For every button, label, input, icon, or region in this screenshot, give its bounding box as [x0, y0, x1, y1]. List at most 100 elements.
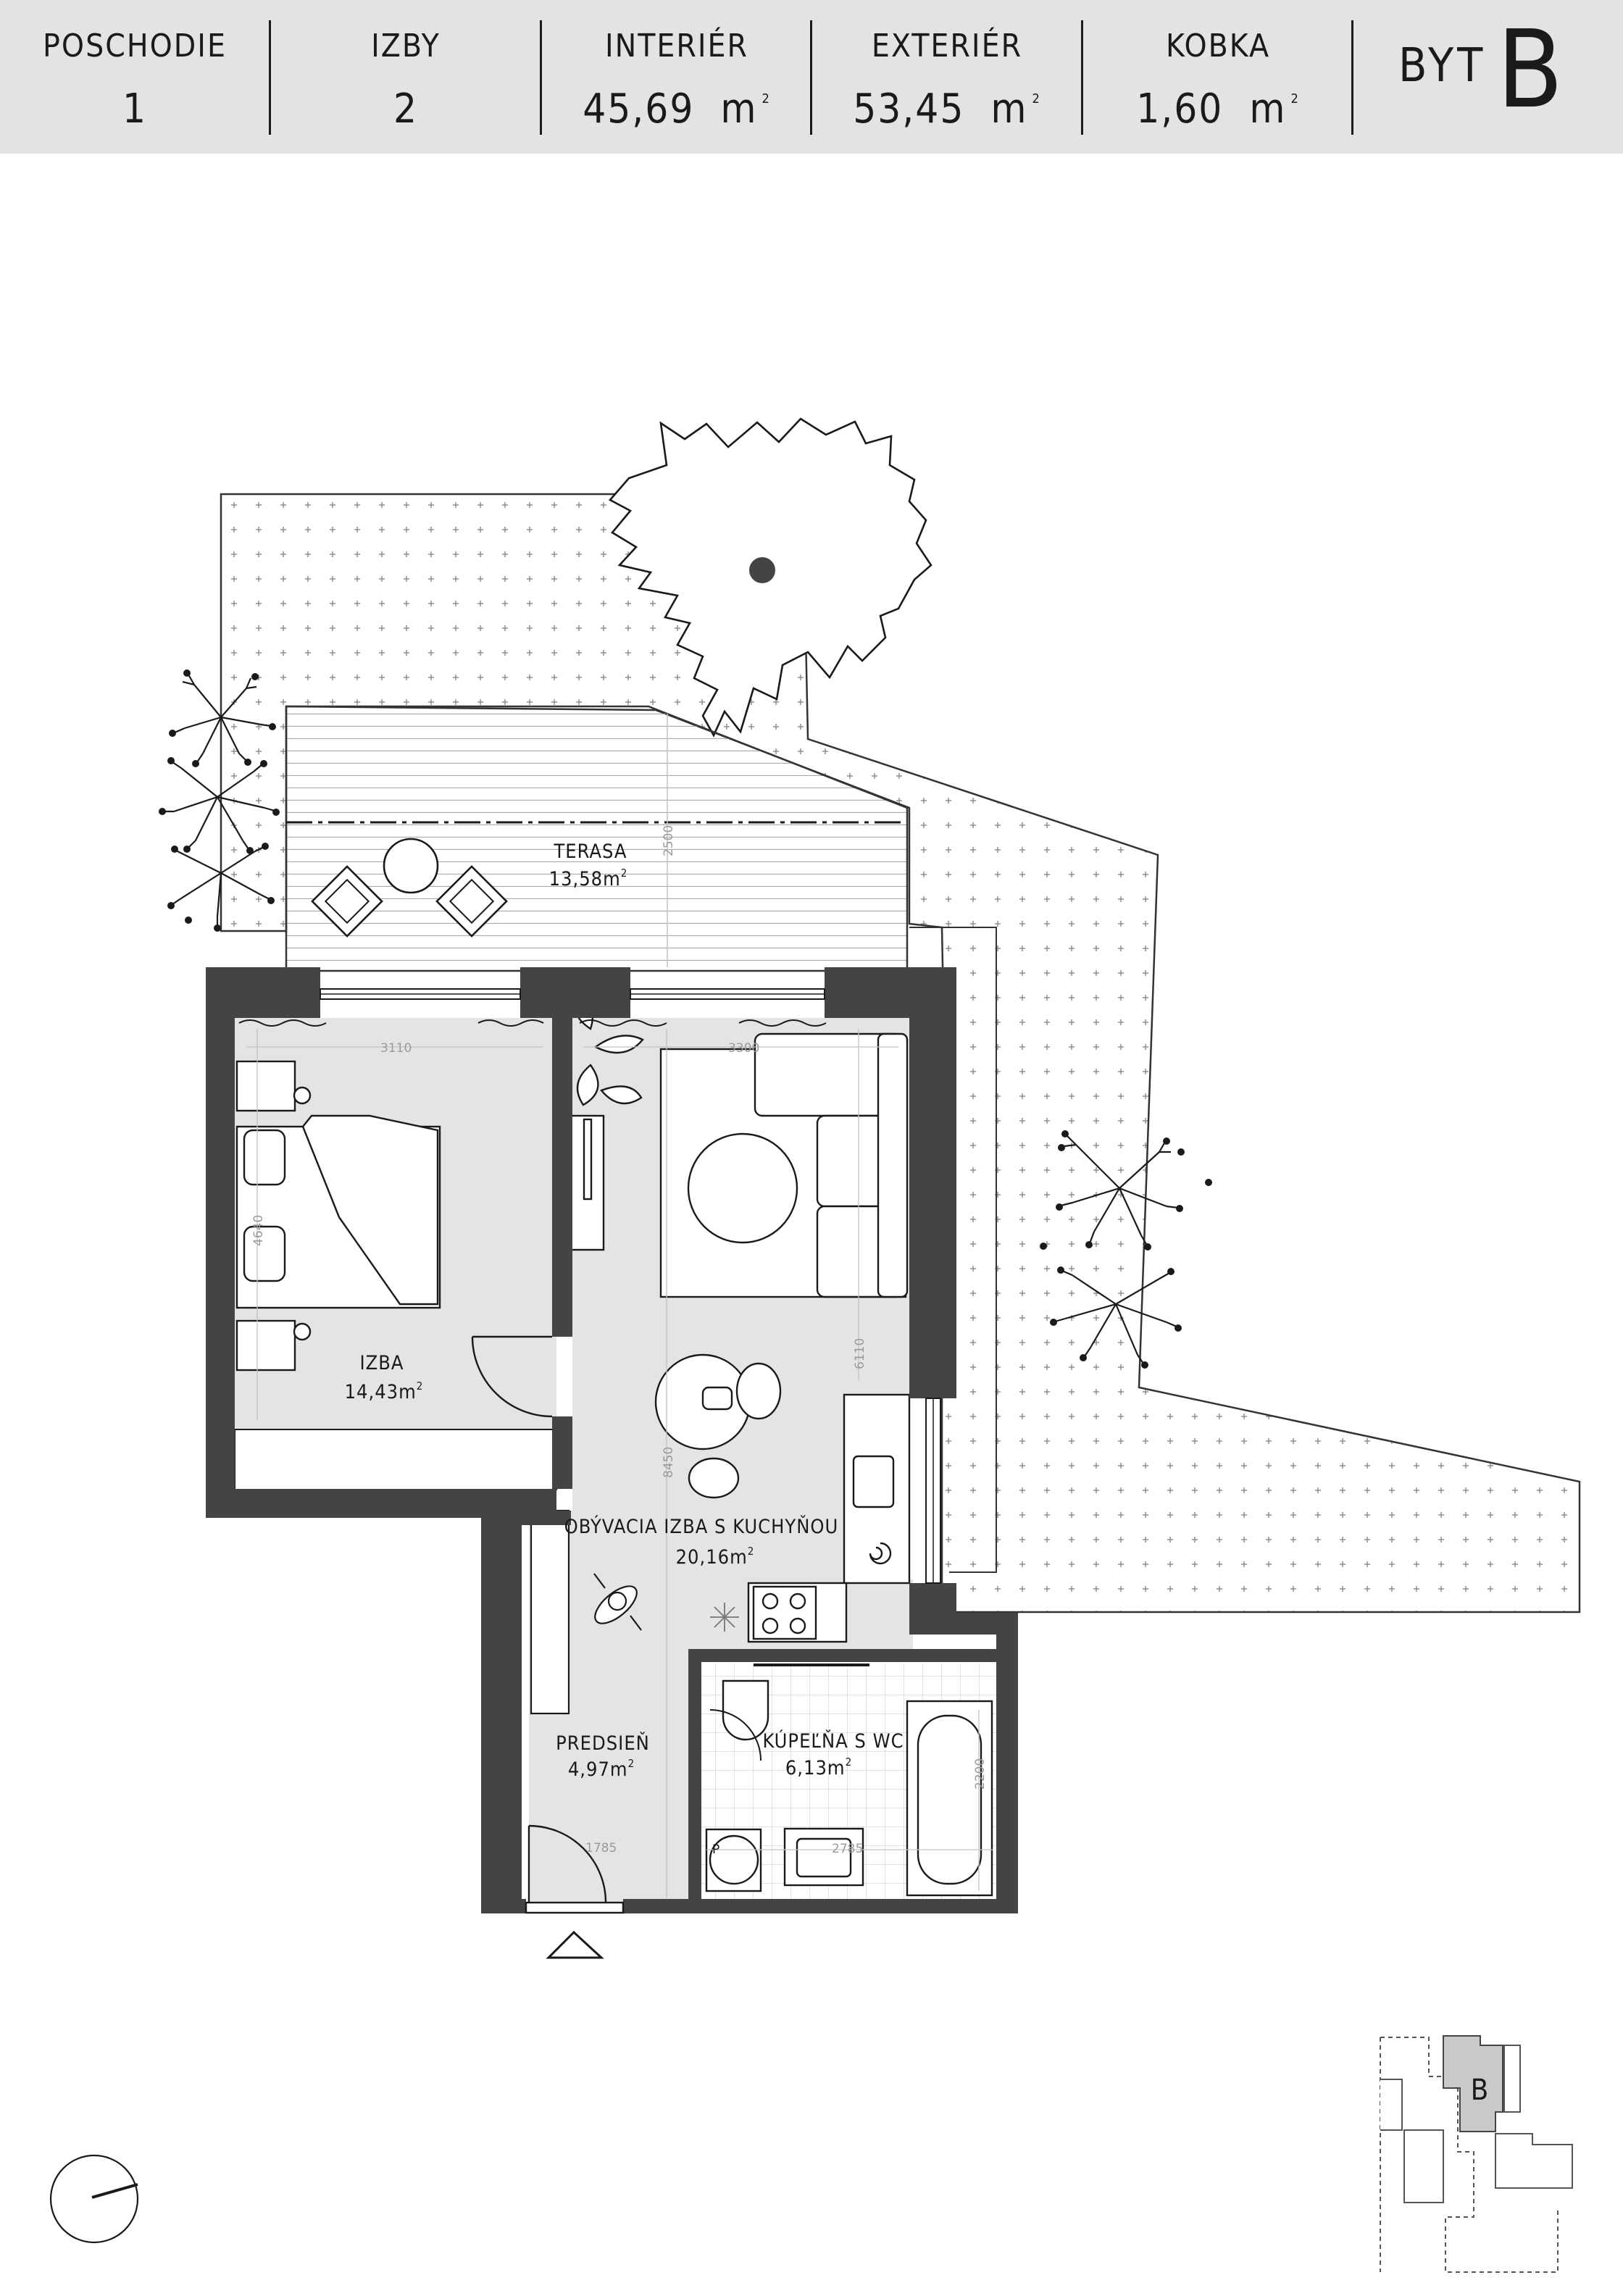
shrub-right-dots [1040, 1130, 1212, 1369]
interior-unit: m [720, 85, 758, 133]
shrub-left-icon [164, 674, 275, 927]
burner-icon [789, 1617, 806, 1635]
room-labels: TERASA 13,58m2 IZBA 14,43m2 OBÝVACIA IZB… [345, 840, 904, 1857]
rooms-cell: IZBY 2 [271, 0, 541, 154]
wall [481, 1511, 522, 1913]
window [320, 988, 521, 1000]
bathtub-basin-icon [917, 1714, 982, 1885]
bedroom-width-dim: 3110 [380, 1041, 412, 1056]
bedroom-furniture [235, 1060, 441, 1372]
header-divider [1351, 20, 1353, 135]
header-divider [1081, 20, 1083, 135]
dining-chair-icon [735, 1362, 782, 1420]
coffee-table-icon [687, 1132, 798, 1244]
wall [206, 967, 235, 1489]
lamp-icon [293, 1086, 312, 1105]
burner-icon [762, 1592, 779, 1610]
hob-icon [752, 1585, 817, 1640]
garden-edge [909, 927, 997, 1573]
bathroom-area: 6,13m [785, 1757, 846, 1779]
faucet-icon [869, 1542, 892, 1565]
wall [481, 1899, 526, 1913]
header-divider [540, 20, 542, 135]
living-width-dim: 3300 [728, 1041, 759, 1056]
sofa-arm-icon [877, 1032, 909, 1298]
terrace-chair-icon [311, 865, 383, 938]
plate-icon [701, 1386, 733, 1411]
entry-door-swing [528, 1824, 607, 1903]
shrub-right-icon [1054, 1135, 1179, 1364]
wall [909, 1583, 956, 1613]
kitchen [710, 1393, 911, 1643]
pillow-icon [243, 1129, 286, 1186]
windows [238, 988, 941, 1584]
dining-chair-icon [688, 1457, 740, 1499]
washing-drum-icon [709, 1834, 759, 1885]
bedroom-name: IZBA [359, 1352, 404, 1374]
duvet-icon [301, 1114, 439, 1306]
bath-tub-dim: 2200 [973, 1758, 988, 1790]
key-plan-building [1495, 2045, 1573, 2189]
floor-label: POSCHODIE [43, 28, 227, 64]
terrace-area: 13,58m [549, 868, 621, 890]
bath-door-swing [709, 1709, 762, 1761]
wall [688, 1649, 701, 1903]
header-divider [269, 20, 271, 135]
terrace-table-icon [383, 838, 439, 894]
living-name: OBÝVACIA IZBA S KUCHYŇOU [564, 1515, 839, 1538]
exterior-area: 53,45 [853, 85, 965, 133]
apartment-word: BYT [1398, 39, 1487, 93]
sink-icon [852, 1455, 895, 1508]
window [925, 1398, 941, 1584]
bedroom-wardrobe [234, 1429, 557, 1490]
terrace [285, 705, 909, 972]
wall [552, 1018, 572, 1337]
walls [206, 967, 1018, 1913]
floor-value: 1 [122, 85, 148, 133]
dimension-lines [246, 1029, 993, 1898]
wall [623, 1899, 1018, 1913]
north-arrow-icon [49, 2154, 139, 2244]
storage-unit: m [1249, 85, 1287, 133]
bedroom-door-swing [471, 1336, 553, 1418]
key-plan-building [1380, 2079, 1444, 2203]
entry-threshold [525, 1901, 625, 1914]
living-depth-dim: 6110 [853, 1338, 867, 1369]
apartment-id: BYT B [1355, 0, 1623, 154]
entrance-arrow-icon [546, 1930, 604, 1959]
hallway-area-label: 4,97m2 [568, 1757, 635, 1781]
key-plan: B [1380, 2035, 1573, 2273]
apartment-letter: B [1497, 7, 1564, 132]
burner-icon [762, 1617, 779, 1635]
nightstand-icon [235, 1060, 296, 1112]
key-plan-unit-b [1443, 2035, 1503, 2132]
living-furniture [569, 998, 909, 1499]
living-area-label: 20,16m2 [676, 1545, 755, 1569]
hall-door-dim: 1785 [585, 1841, 617, 1855]
terrace-area-label: 13,58m2 [549, 867, 628, 890]
storage-label: KOBKA [1165, 28, 1271, 64]
terrace-chair-icon [435, 865, 508, 938]
bedroom-area-label: 14,43m2 [345, 1379, 424, 1403]
extractor-icon [710, 1603, 739, 1632]
toilet-icon [722, 1679, 769, 1741]
wall [688, 1649, 1007, 1662]
wall [481, 1511, 571, 1525]
rooms-value: 2 [393, 85, 419, 133]
bath-width-dim: 2785 [832, 1842, 863, 1856]
curtain [238, 1019, 827, 1027]
hallway-area: 4,97m [568, 1758, 628, 1781]
key-plan-label: B [1471, 2074, 1489, 2107]
rooms-label: IZBY [371, 28, 441, 64]
boiler-label: P [712, 1842, 719, 1857]
lamp-icon [293, 1322, 312, 1341]
doors [471, 1335, 625, 1914]
bedroom-depth-dim: 4640 [251, 1215, 266, 1246]
